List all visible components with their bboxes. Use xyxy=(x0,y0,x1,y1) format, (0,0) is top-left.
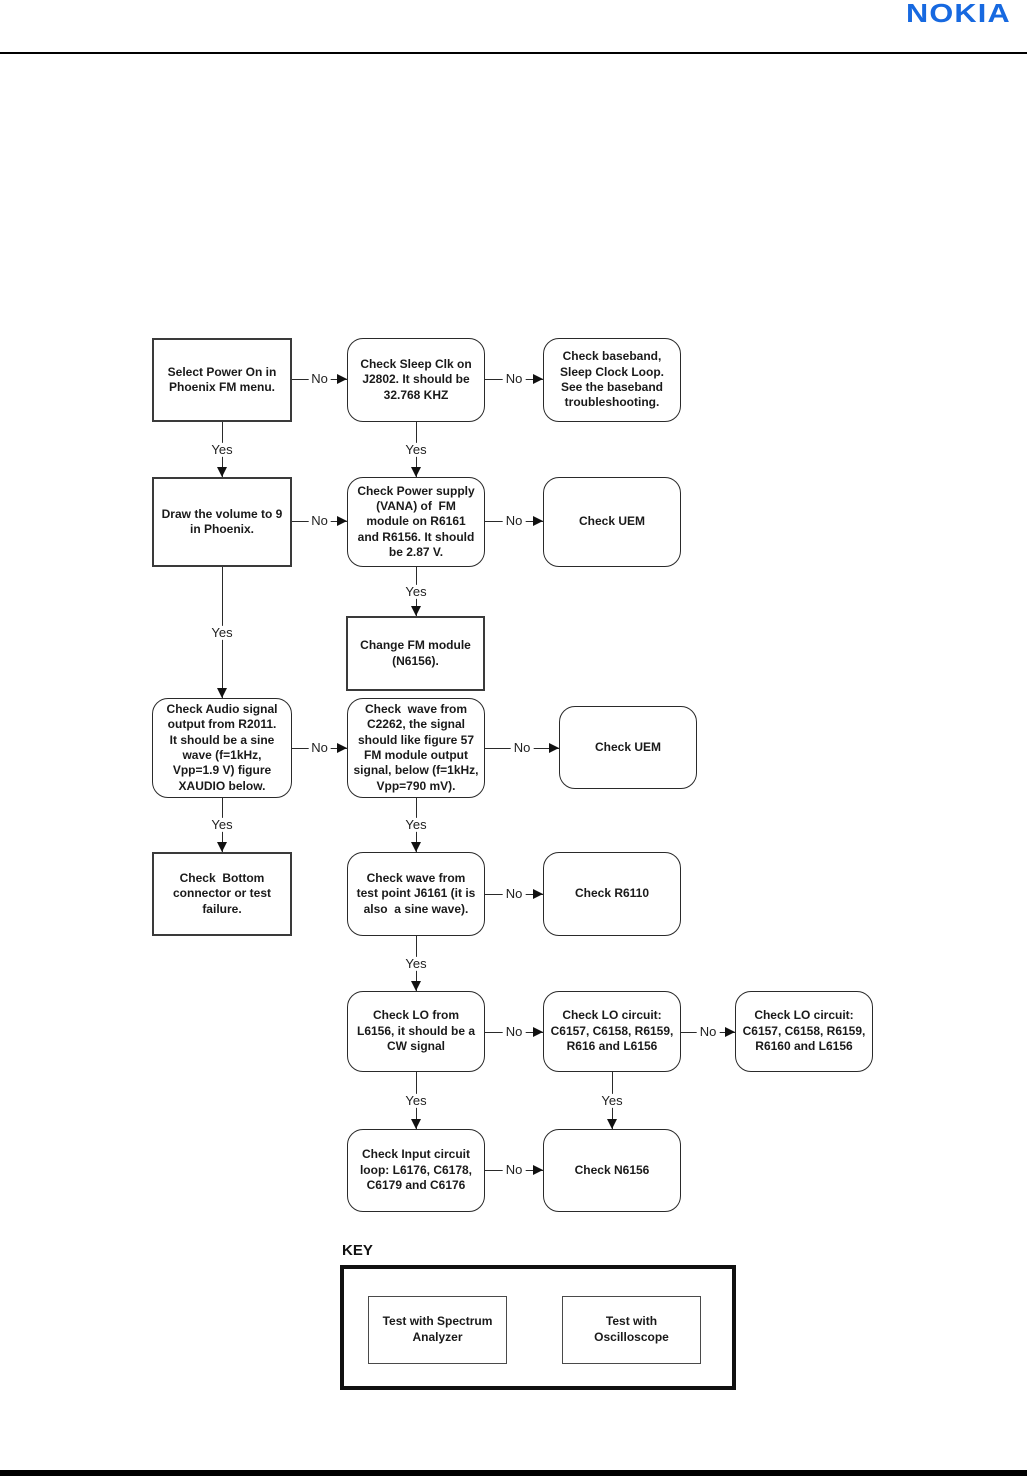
flow-node-check-r6110: Check R6110 xyxy=(543,852,681,936)
flow-node-text: Check baseband, Sleep Clock Loop. See th… xyxy=(559,349,664,410)
flow-node-check-lo-circuit-1: Check LO circuit: C6157, C6158, R6159, R… xyxy=(543,991,681,1072)
flow-node-check-lo-l6156: Check LO from L6156, it should be a CW s… xyxy=(347,991,485,1072)
flow-node-check-wave-j6161: Check wave from test point J6161 (it is … xyxy=(347,852,485,936)
flow-node-check-bottom-connector: Check Bottom connector or test failure. xyxy=(152,852,292,936)
flow-node-select-power-on: Select Power On in Phoenix FM menu. xyxy=(152,338,292,422)
flow-node-text: Check Sleep Clk on J2802. It should be 3… xyxy=(360,356,472,402)
flow-node-text: Check wave from C2262, the signal should… xyxy=(353,701,479,793)
connector-yes: Yes xyxy=(402,422,430,477)
connector-label: No xyxy=(502,513,526,529)
flow-node-text: Check UEM xyxy=(578,514,646,529)
connector-label: Yes xyxy=(208,817,236,833)
connector-label: No xyxy=(502,1162,526,1178)
connector-label: No xyxy=(502,1024,526,1040)
connector-no: No xyxy=(681,1024,735,1040)
flow-node-check-input-circuit-loop: Check Input circuit loop: L6176, C6178, … xyxy=(347,1129,485,1212)
flow-node-check-uem-1: Check UEM xyxy=(543,477,681,567)
flow-node-check-audio-signal: Check Audio signal output from R2011. It… xyxy=(152,698,292,798)
flow-node-text: Check LO circuit: C6157, C6158, R6159, R… xyxy=(550,1008,674,1054)
flow-node-text: Check LO circuit: C6157, C6158, R6159, R… xyxy=(742,1008,866,1054)
connector-label: No xyxy=(308,740,331,756)
flow-node-text: Check N6156 xyxy=(574,1162,650,1177)
flow-node-check-n6156: Check N6156 xyxy=(543,1129,681,1212)
key-item-spectrum-analyzer: Test with Spectrum Analyzer xyxy=(368,1296,507,1364)
connector-no: No xyxy=(485,740,559,756)
header-divider xyxy=(0,52,1027,54)
connector-yes: Yes xyxy=(402,1072,430,1129)
flow-node-text: Check Power supply (VANA) of FM module o… xyxy=(357,483,475,560)
connector-no: No xyxy=(292,513,347,529)
nokia-logo: NOKIA xyxy=(906,0,1011,28)
connector-yes: Yes xyxy=(402,798,430,852)
footer-divider xyxy=(0,1470,1027,1476)
flow-node-text: Check Audio signal output from R2011. It… xyxy=(166,701,278,793)
connector-yes: Yes xyxy=(208,567,236,698)
connector-no: No xyxy=(485,886,543,902)
connector-yes: Yes xyxy=(208,422,236,477)
flow-node-change-fm-module: Change FM module (N6156). xyxy=(346,616,485,691)
connector-yes: Yes xyxy=(208,798,236,852)
flow-node-text: Check Bottom connector or test failure. xyxy=(172,870,271,916)
connector-no: No xyxy=(485,371,543,387)
flow-node-text: Change FM module (N6156). xyxy=(360,638,471,668)
flow-node-text: Draw the volume to 9 in Phoenix. xyxy=(161,506,283,536)
connector-label: Yes xyxy=(402,817,430,833)
connector-no: No xyxy=(485,1024,543,1040)
connector-no: No xyxy=(292,371,347,387)
flow-node-text: Check R6110 xyxy=(574,886,650,901)
connector-no: No xyxy=(485,513,543,529)
connector-no: No xyxy=(485,1162,543,1178)
connector-label: No xyxy=(502,886,526,902)
connector-label: Yes xyxy=(208,625,236,640)
flow-node-check-baseband-sleep-clock: Check baseband, Sleep Clock Loop. See th… xyxy=(543,338,681,422)
connector-label: No xyxy=(502,371,526,387)
connector-label: Yes xyxy=(402,584,430,599)
flow-node-check-sleep-clk: Check Sleep Clk on J2802. It should be 3… xyxy=(347,338,485,422)
flow-node-text: Check UEM xyxy=(594,739,662,754)
connector-no: No xyxy=(292,740,347,756)
connector-label: No xyxy=(308,513,331,529)
key-title: KEY xyxy=(342,1242,373,1259)
connector-yes: Yes xyxy=(402,936,430,991)
connector-label: Yes xyxy=(208,442,236,457)
connector-yes: Yes xyxy=(598,1072,626,1129)
key-item-oscilloscope: Test with Oscilloscope xyxy=(562,1296,701,1364)
connector-label: No xyxy=(510,740,534,756)
flow-node-text: Check Input circuit loop: L6176, C6178, … xyxy=(359,1147,473,1193)
flow-node-check-power-supply-vana: Check Power supply (VANA) of FM module o… xyxy=(347,477,485,567)
connector-yes: Yes xyxy=(402,567,430,616)
flow-node-check-uem-2: Check UEM xyxy=(559,706,697,789)
flow-node-draw-volume: Draw the volume to 9 in Phoenix. xyxy=(152,477,292,567)
connector-label: Yes xyxy=(402,442,430,457)
connector-label: No xyxy=(308,371,331,387)
flow-node-check-wave-c2262: Check wave from C2262, the signal should… xyxy=(347,698,485,798)
flow-node-text: Check wave from test point J6161 (it is … xyxy=(356,870,476,916)
flow-node-text: Check LO from L6156, it should be a CW s… xyxy=(356,1008,476,1054)
connector-label: Yes xyxy=(598,1093,626,1108)
connector-label: Yes xyxy=(402,956,430,971)
connector-label: No xyxy=(696,1024,720,1040)
flow-node-text: Select Power On in Phoenix FM menu. xyxy=(167,364,277,394)
flow-node-check-lo-circuit-2: Check LO circuit: C6157, C6158, R6159, R… xyxy=(735,991,873,1072)
connector-label: Yes xyxy=(402,1093,430,1108)
